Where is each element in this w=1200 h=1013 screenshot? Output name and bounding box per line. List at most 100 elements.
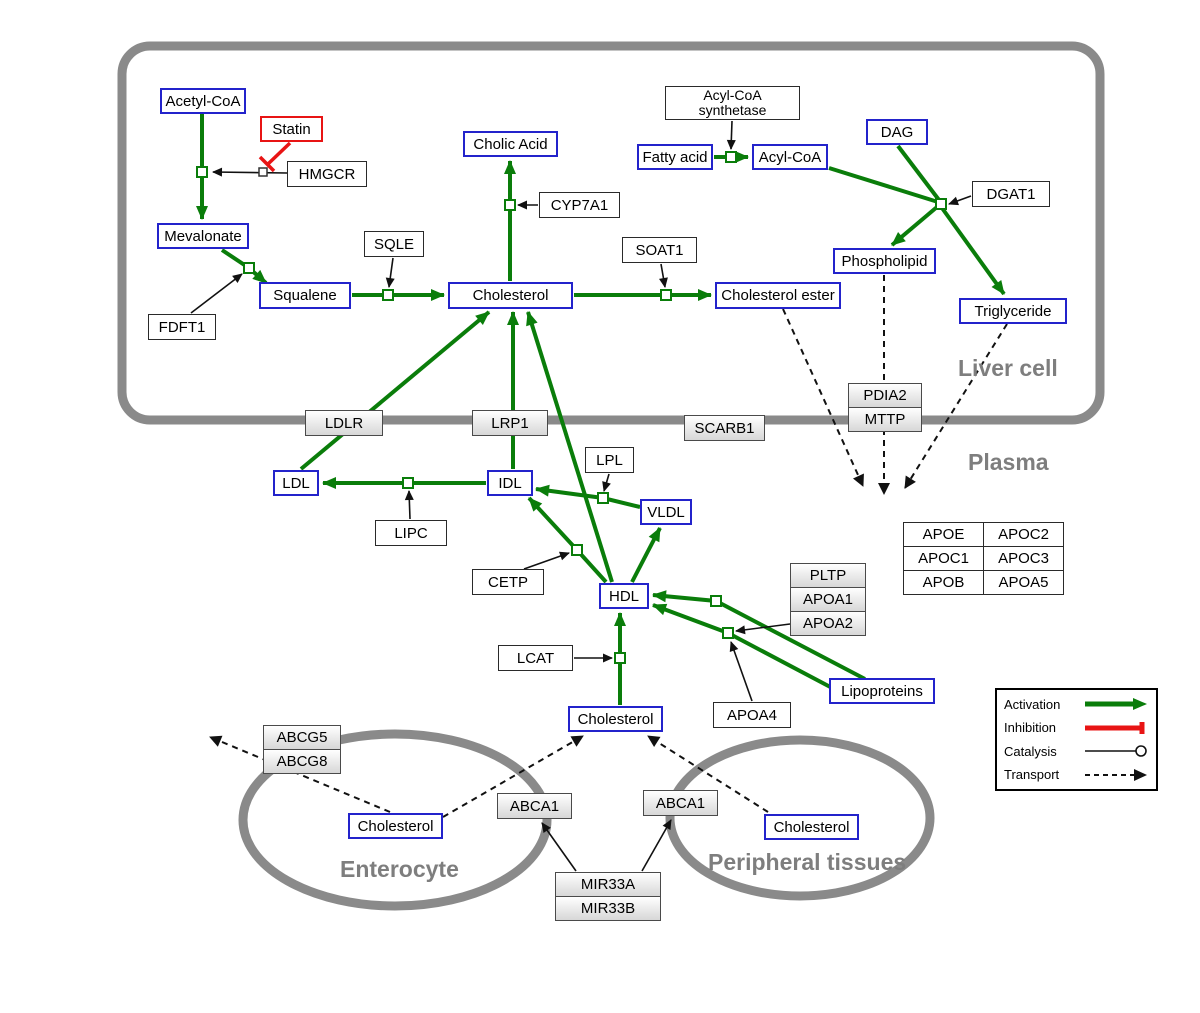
process-nodes <box>196 151 947 664</box>
node-fdft1[interactable]: FDFT1 <box>148 314 216 340</box>
catalysis-lipc <box>404 490 414 520</box>
node-vldl[interactable]: VLDL <box>640 499 692 525</box>
edge-hdl-liver-cholesterol <box>526 311 614 583</box>
node-lipoproteins[interactable]: Lipoproteins <box>829 678 935 704</box>
node-lpl[interactable]: LPL <box>585 447 634 473</box>
node-apoc2[interactable]: APOC2 <box>983 522 1064 547</box>
node-dag[interactable]: DAG <box>866 119 928 145</box>
node-mevalonate[interactable]: Mevalonate <box>157 223 249 249</box>
legend-inhibition-label: Inhibition <box>1004 720 1057 736</box>
node-sqle[interactable]: SQLE <box>364 231 424 257</box>
node-abca1-peripheral[interactable]: ABCA1 <box>643 790 718 816</box>
process-node <box>504 199 516 211</box>
process-node <box>725 151 737 163</box>
process-node <box>243 262 255 274</box>
node-squalene[interactable]: Squalene <box>259 282 351 309</box>
edge-ldl-liver-cholesterol <box>299 310 491 471</box>
node-acetyl-coa[interactable]: Acetyl-CoA <box>160 88 246 114</box>
process-node <box>614 652 626 664</box>
node-hmgcr[interactable]: HMGCR <box>287 161 367 187</box>
process-node <box>660 289 672 301</box>
node-abcg8[interactable]: ABCG8 <box>263 749 341 774</box>
node-apoc1[interactable]: APOC1 <box>903 546 984 571</box>
liver-cell-label: Liver cell <box>958 355 1058 381</box>
node-ldl[interactable]: LDL <box>273 470 319 496</box>
node-abcg5[interactable]: ABCG5 <box>263 725 341 750</box>
process-node <box>382 289 394 301</box>
plasma-label: Plasma <box>968 449 1049 475</box>
inhibition-statin-hmgcr <box>266 141 292 166</box>
node-apoa2[interactable]: APOA2 <box>790 611 866 636</box>
inhibition-tbar-icon <box>1085 721 1145 734</box>
node-phospholipid[interactable]: Phospholipid <box>833 248 936 274</box>
node-soat1[interactable]: SOAT1 <box>622 237 697 263</box>
legend-row-transport: Transport <box>1004 764 1149 786</box>
catalysis-soat1 <box>659 263 668 288</box>
transport-edges <box>209 275 1008 818</box>
enterocyte-label: Enterocyte <box>340 856 459 882</box>
node-acyl-coa[interactable]: Acyl-CoA <box>752 144 828 170</box>
node-apoe[interactable]: APOE <box>903 522 984 547</box>
node-lcat[interactable]: LCAT <box>498 645 573 671</box>
node-cyp7a1[interactable]: CYP7A1 <box>539 192 620 218</box>
node-scarb1[interactable]: SCARB1 <box>684 415 765 441</box>
transport-enterocyte-cholesterol-plasma <box>442 735 584 818</box>
legend-transport-label: Transport <box>1004 767 1060 783</box>
node-mir33b[interactable]: MIR33B <box>555 896 661 921</box>
process-node <box>935 198 947 210</box>
node-cholesterol-plasma[interactable]: Cholesterol <box>568 706 663 732</box>
node-triglyceride[interactable]: Triglyceride <box>959 298 1067 324</box>
regulation-mir33-abca1-left <box>541 822 577 872</box>
legend-row-catalysis: Catalysis <box>1004 740 1149 762</box>
node-mir33a[interactable]: MIR33A <box>555 872 661 897</box>
node-fatty-acid[interactable]: Fatty acid <box>637 144 713 170</box>
node-cholesterol-enterocyte[interactable]: Cholesterol <box>348 813 443 839</box>
regulation-mir33-abca1-right <box>641 819 672 872</box>
node-abca1-enterocyte[interactable]: ABCA1 <box>497 793 572 819</box>
catalysis-dgat1 <box>948 195 972 206</box>
node-apob[interactable]: APOB <box>903 570 984 595</box>
node-ldlr[interactable]: LDLR <box>305 410 383 436</box>
catalysis-circle-icon <box>1085 745 1147 757</box>
node-mttp[interactable]: MTTP <box>848 407 922 432</box>
transport-peripheral-cholesterol-plasma <box>647 735 769 813</box>
enterocyte-outline <box>238 729 552 911</box>
process-node <box>571 544 583 556</box>
node-acyl-coa-synthetase[interactable]: Acyl-CoA synthetase <box>665 86 800 120</box>
liver-cell-outline <box>117 41 1105 425</box>
node-pdia2[interactable]: PDIA2 <box>848 383 922 408</box>
activation-arrow-icon <box>1085 698 1147 711</box>
node-statin[interactable]: Statin <box>260 116 323 142</box>
process-node <box>402 477 414 489</box>
node-pltp[interactable]: PLTP <box>790 563 866 588</box>
node-apoa5[interactable]: APOA5 <box>983 570 1064 595</box>
edge-junction-phospholipid <box>890 205 939 247</box>
catalysis-edges <box>190 120 972 872</box>
node-lrp1[interactable]: LRP1 <box>472 410 548 436</box>
catalysis-sqle <box>385 257 395 288</box>
catalysis-cetp <box>523 551 570 570</box>
node-cholic-acid[interactable]: Cholic Acid <box>463 131 558 157</box>
node-apoc3[interactable]: APOC3 <box>983 546 1064 571</box>
node-hdl[interactable]: HDL <box>599 583 649 609</box>
node-cholesterol-liver[interactable]: Cholesterol <box>448 282 573 309</box>
acyl-coa-synthetase-line1: Acyl-CoA <box>703 86 762 103</box>
node-lipc[interactable]: LIPC <box>375 520 447 546</box>
process-node <box>722 627 734 639</box>
catalysis-acylcoa-synthetase <box>726 120 736 150</box>
node-cholesterol-ester[interactable]: Cholesterol ester <box>715 282 841 309</box>
node-apoa1[interactable]: APOA1 <box>790 587 866 612</box>
catalysis-fdft1 <box>190 273 243 314</box>
node-cholesterol-peripheral[interactable]: Cholesterol <box>764 814 859 840</box>
catalysis-junction-node <box>258 167 268 177</box>
node-cetp[interactable]: CETP <box>472 569 544 595</box>
legend-row-inhibition: Inhibition <box>1004 717 1149 739</box>
edge-acylcoa-dgat-junction <box>828 166 939 204</box>
node-apoa4[interactable]: APOA4 <box>713 702 791 728</box>
inhibition-edges <box>258 141 292 173</box>
node-dgat1[interactable]: DGAT1 <box>972 181 1050 207</box>
node-idl[interactable]: IDL <box>487 470 533 496</box>
peripheral-tissues-label: Peripheral tissues <box>708 849 907 875</box>
